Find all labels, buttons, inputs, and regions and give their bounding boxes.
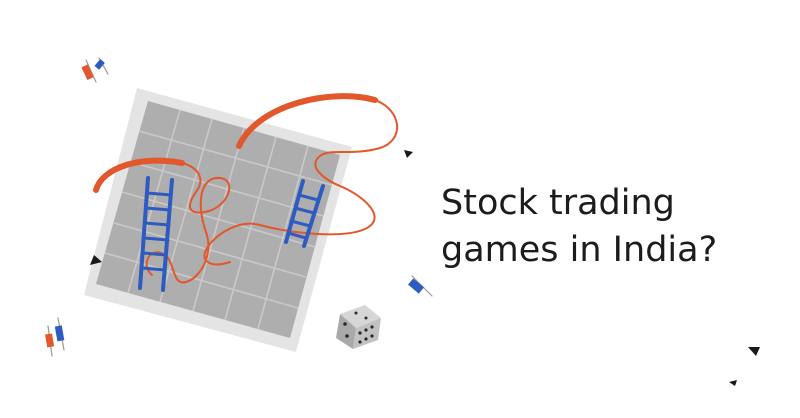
headline-line-1: Stock trading — [441, 183, 675, 223]
board-grid — [104, 109, 333, 330]
ladder-icon — [138, 176, 325, 292]
headline-line-2: games in India? — [441, 230, 718, 270]
candlestick-icon — [45, 57, 433, 357]
dice-icon — [336, 305, 381, 349]
triangle-marker-icon — [90, 150, 760, 386]
headline: Stock trading games in India? — [441, 180, 781, 274]
snake-icon — [93, 93, 398, 284]
